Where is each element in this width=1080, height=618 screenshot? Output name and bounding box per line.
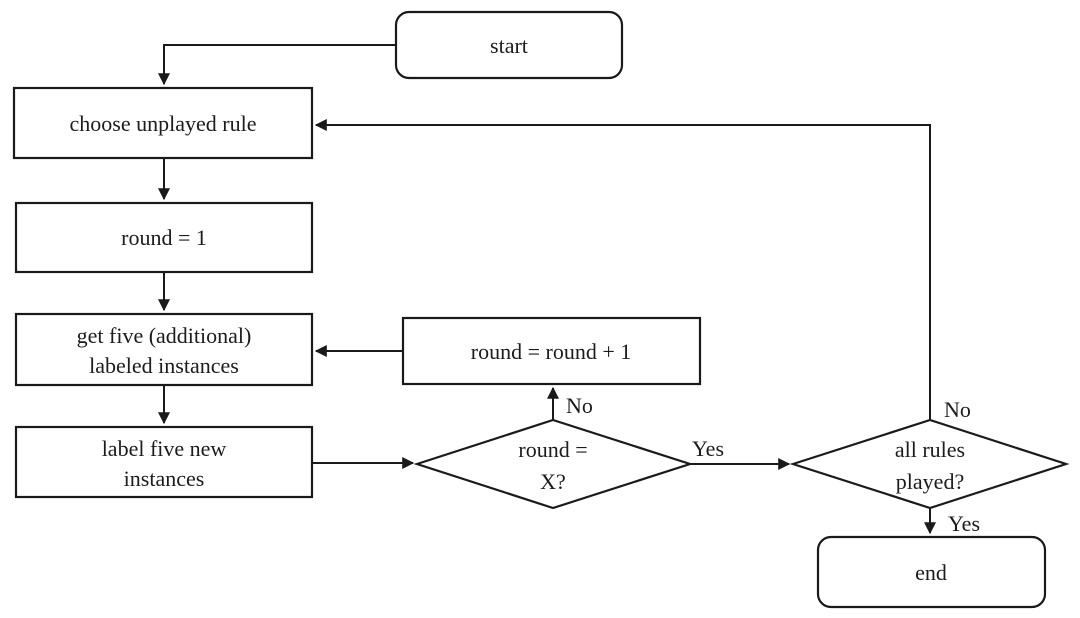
node-label-five-new-instances-shape	[14, 425, 314, 499]
node-increment-round-label: round = round + 1	[471, 339, 631, 364]
node-label-five-new-instances-line2: instances	[124, 466, 205, 491]
edge-start-to-choose	[158, 44, 396, 86]
node-get-five-labeled-instances-line1: get five (additional)	[77, 323, 252, 348]
node-decision-all-rules-played-line2: played?	[896, 469, 964, 494]
node-choose-unplayed-rule-shape	[12, 86, 314, 160]
edge-labels: No Yes No Yes	[566, 393, 980, 536]
node-increment-round-shape	[401, 316, 702, 386]
node-increment-round: round = round + 1	[401, 316, 702, 386]
edge-label-allrules-yes: Yes	[948, 511, 980, 536]
node-decision-all-rules-played-line1: all rules	[895, 437, 965, 462]
node-get-five-labeled-instances: get five (additional) labeled instances	[14, 312, 314, 387]
node-decision-round-x: round = X?	[413, 418, 694, 510]
node-decision-round-x-shape	[413, 418, 694, 510]
nodes: start choose unplayed rule round = 1 get…	[12, 10, 1070, 609]
node-end: end	[816, 535, 1047, 609]
node-choose-unplayed-rule-label: choose unplayed rule	[70, 111, 257, 136]
node-decision-all-rules-played-shape	[789, 418, 1070, 510]
edge-allrules-no-to-choose	[314, 119, 931, 420]
node-decision-round-x-line2: X?	[540, 469, 566, 494]
node-start: start	[394, 10, 624, 80]
edges	[158, 44, 936, 535]
node-choose-unplayed-rule: choose unplayed rule	[12, 86, 314, 160]
node-round-equals-1-label: round = 1	[121, 225, 207, 250]
node-start-label: start	[490, 33, 528, 58]
node-decision-round-x-line1: round =	[518, 437, 587, 462]
node-label-five-new-instances-line1: label five new	[102, 436, 227, 461]
node-get-five-labeled-instances-line2: labeled instances	[89, 353, 239, 378]
node-label-five-new-instances: label five new instances	[14, 425, 314, 499]
node-end-label: end	[915, 560, 947, 585]
node-decision-all-rules-played: all rules played?	[789, 418, 1070, 510]
node-end-shape	[816, 535, 1047, 609]
node-get-five-labeled-instances-shape	[14, 312, 314, 387]
node-round-equals-1-shape	[14, 201, 314, 274]
edge-label-roundx-no: No	[566, 393, 593, 418]
edge-label-roundx-yes: Yes	[692, 436, 724, 461]
node-round-equals-1: round = 1	[14, 201, 314, 274]
node-start-shape	[394, 10, 624, 80]
edge-label-allrules-no: No	[944, 397, 971, 422]
